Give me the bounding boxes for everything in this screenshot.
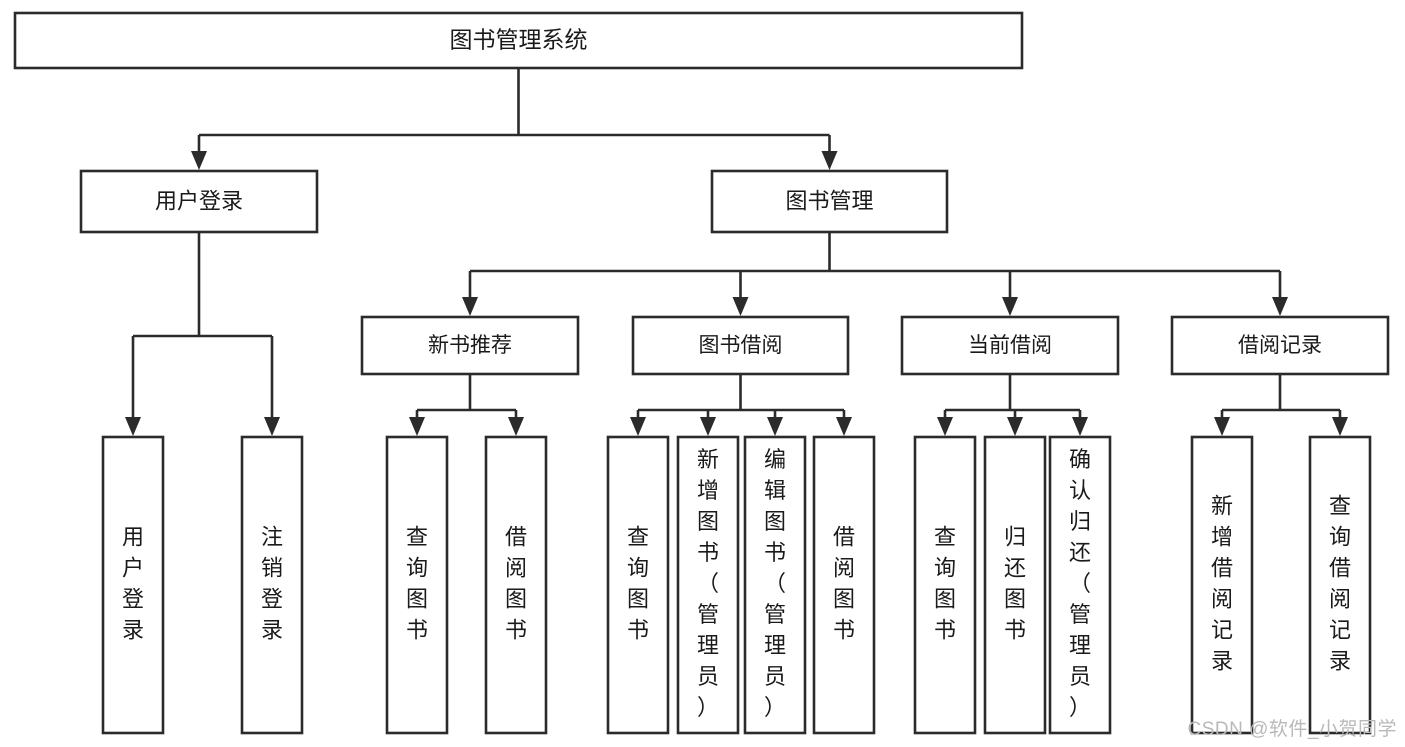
node-rect: [360, 315, 580, 376]
node-rect: [240, 435, 304, 735]
node-label: 借阅图书: [505, 524, 527, 642]
arrow-head-icon: [508, 417, 524, 436]
node-leaf-logout[interactable]: 注销登录: [240, 435, 304, 735]
node-rect: [913, 435, 977, 735]
arrow-head-icon: [836, 417, 852, 436]
arrow-head-icon: [409, 417, 425, 436]
node-leaf-return-book[interactable]: 归还图书: [983, 435, 1047, 735]
arrow-head-icon: [937, 417, 953, 436]
edges-layer: [125, 68, 1348, 436]
node-label: 查询图书: [627, 524, 649, 642]
node-leaf-query-book-2[interactable]: 查询图书: [606, 435, 670, 735]
node-rect: [983, 435, 1047, 735]
arrow-head-icon: [1214, 417, 1230, 436]
node-label: 用户登录: [155, 188, 243, 213]
node-book-management[interactable]: 图书管理: [710, 169, 949, 234]
node-rect: [1048, 435, 1112, 735]
node-label: 图书管理: [785, 188, 873, 213]
arrow-head-icon: [125, 417, 141, 436]
node-label: 归还图书: [1004, 524, 1026, 642]
node-current-borrow[interactable]: 当前借阅: [900, 315, 1120, 376]
node-label: 用户登录: [122, 524, 144, 642]
node-label: 查询图书: [934, 524, 956, 642]
node-leaf-borrow-book-2[interactable]: 借阅图书: [812, 435, 876, 735]
node-book-borrow[interactable]: 图书借阅: [631, 315, 850, 376]
node-leaf-edit-book-admin[interactable]: 编辑图书（管理员）: [743, 435, 807, 735]
node-label: 编辑图书（管理员）: [764, 447, 786, 720]
node-rect: [900, 315, 1120, 376]
arrow-head-icon: [1332, 417, 1348, 436]
node-leaf-user-login[interactable]: 用户登录: [101, 435, 165, 735]
node-leaf-borrow-book-1[interactable]: 借阅图书: [484, 435, 548, 735]
arrow-head-icon: [1072, 417, 1088, 436]
node-leaf-add-borrow-record[interactable]: 新增借阅记录: [1190, 435, 1254, 735]
node-label: 查询借阅记录: [1329, 493, 1351, 673]
node-label: 图书管理系统: [450, 27, 588, 53]
node-label: 注销登录: [261, 524, 283, 642]
watermark-label: CSDN @软件_小贺同学: [1187, 719, 1397, 740]
arrow-head-icon: [630, 417, 646, 436]
node-rect: [606, 435, 670, 735]
node-label: 当前借阅: [968, 334, 1052, 357]
node-rect: [631, 315, 850, 376]
node-root[interactable]: 图书管理系统: [13, 11, 1024, 70]
node-label: 查询图书: [406, 524, 428, 642]
node-rect: [101, 435, 165, 735]
node-leaf-query-book-3[interactable]: 查询图书: [913, 435, 977, 735]
node-label: 确认归还（管理员）: [1069, 447, 1091, 720]
arrow-head-icon: [1272, 297, 1288, 316]
arrow-head-icon: [767, 417, 783, 436]
arrow-head-icon: [1007, 417, 1023, 436]
node-rect: [385, 435, 449, 735]
node-user-login[interactable]: 用户登录: [79, 169, 319, 234]
arrow-head-icon: [462, 297, 478, 316]
node-label: 新增借阅记录: [1211, 493, 1233, 673]
arrow-head-icon: [264, 417, 280, 436]
arrow-head-icon: [1002, 297, 1018, 316]
node-label: 图书借阅: [699, 334, 783, 357]
node-rect: [676, 435, 740, 735]
node-rect: [812, 435, 876, 735]
node-label: 新增图书（管理员）: [697, 447, 719, 720]
node-rect: [1308, 435, 1372, 735]
arrow-head-icon: [732, 297, 749, 316]
node-rect: [13, 11, 1024, 70]
node-label: 新书推荐: [428, 334, 512, 357]
node-rect: [710, 169, 949, 234]
arrow-head-icon: [191, 151, 207, 170]
node-label: 借阅记录: [1238, 334, 1322, 357]
nodes-layer: 图书管理系统用户登录图书管理新书推荐图书借阅当前借阅借阅记录用户登录注销登录查询…: [13, 11, 1390, 735]
node-leaf-query-borrow-record[interactable]: 查询借阅记录: [1308, 435, 1372, 735]
node-rect: [484, 435, 548, 735]
node-label: 借阅图书: [833, 524, 855, 642]
arrow-head-icon: [821, 151, 838, 170]
node-new-book-recommend[interactable]: 新书推荐: [360, 315, 580, 376]
node-rect: [1170, 315, 1390, 376]
node-borrow-record[interactable]: 借阅记录: [1170, 315, 1390, 376]
node-rect: [743, 435, 807, 735]
node-leaf-query-book-1[interactable]: 查询图书: [385, 435, 449, 735]
node-rect: [79, 169, 319, 234]
node-rect: [1190, 435, 1254, 735]
node-leaf-add-book-admin[interactable]: 新增图书（管理员）: [676, 435, 740, 735]
arrow-head-icon: [700, 417, 716, 436]
node-leaf-confirm-return-admin[interactable]: 确认归还（管理员）: [1048, 435, 1112, 735]
